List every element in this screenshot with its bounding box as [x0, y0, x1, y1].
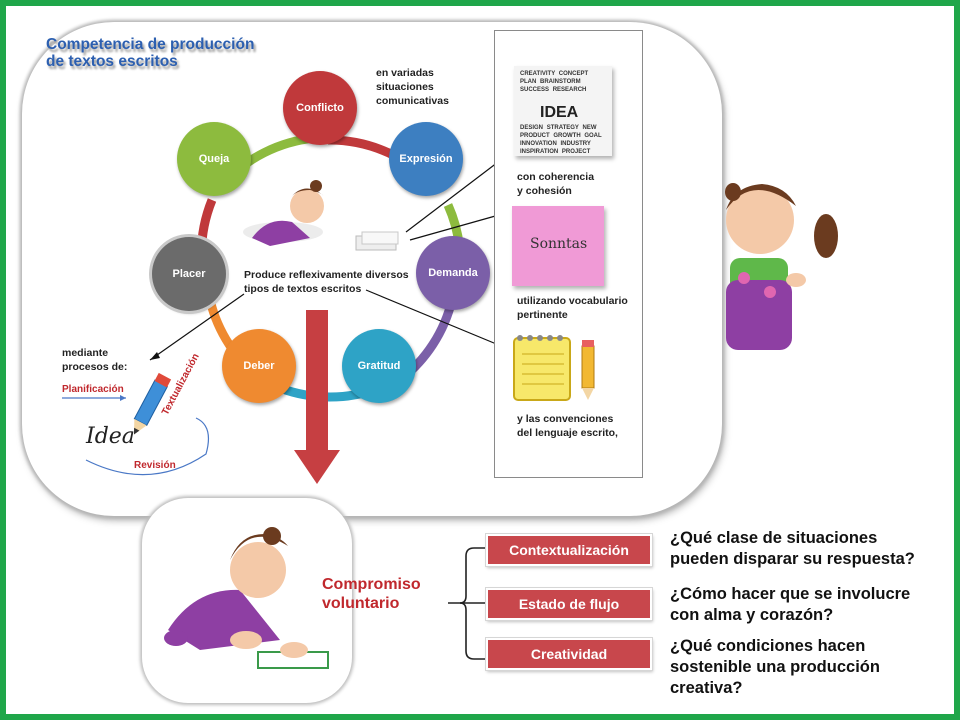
compromiso-line-2: voluntario [322, 595, 400, 612]
branch-bracket [448, 547, 486, 660]
planificacion-label: Planificación [62, 384, 124, 395]
vocab-note: utilizando vocabulario pertinente [517, 294, 628, 322]
cycle-node-queja: Queja [177, 122, 251, 196]
reading-girl-illustration [243, 180, 399, 251]
title-line-1: Competencia de producción [46, 36, 255, 53]
word-cloud-idea: IDEA [540, 104, 579, 121]
process-doodle [62, 372, 209, 476]
center-line-1: Produce reflexivamente diversos [244, 269, 409, 281]
conventions-line-2: del lenguaje escrito, [517, 427, 618, 439]
center-statement: Produce reflexivamente diversos tipos de… [244, 268, 409, 296]
conventions-note: y las convenciones del lenguaje escrito, [517, 412, 618, 440]
cycle-node-placer: Placer [152, 237, 226, 311]
diagram-title: Competencia de producción de textos escr… [46, 36, 254, 70]
process-intro-line-1: mediante [62, 347, 109, 359]
question-contextualizacion: ¿Qué clase de situaciones pueden dispara… [670, 529, 915, 568]
compromiso-label: Compromiso voluntario [322, 575, 421, 613]
conventions-line-1: y las convenciones [517, 413, 614, 425]
compromiso-line-1: Compromiso [322, 576, 421, 593]
estado-de-flujo-box: Estado de flujo [486, 588, 652, 620]
cycle-node-conflicto: Conflicto [283, 71, 357, 145]
lower-girl [164, 527, 329, 669]
situations-note: en variadas situaciones comunicativas [376, 66, 449, 108]
standing-girl-illustration [725, 183, 838, 350]
coherence-line-2: y cohesión [517, 185, 572, 197]
situations-line-3: comunicativas [376, 95, 449, 107]
revision-label: Revisión [134, 460, 176, 471]
down-arrow [294, 310, 340, 484]
notebook-pencil-illustration [513, 335, 595, 401]
process-intro: mediante procesos de: [62, 346, 127, 374]
connector-arrows [149, 155, 507, 361]
situations-line-1: en variadas [376, 67, 434, 79]
idea-handwriting: Idea [86, 424, 135, 449]
cycle-node-deber: Deber [222, 329, 296, 403]
cycle-node-expresion: Expresión [389, 122, 463, 196]
word-cloud-words-2: DESIGN STRATEGY NEW PRODUCT GROWTH GOAL … [520, 125, 602, 155]
question-creatividad: ¿Qué condiciones hacen sostenible una pr… [670, 637, 880, 697]
creatividad-box: Creatividad [486, 638, 652, 670]
vocab-line-1: utilizando vocabulario [517, 295, 628, 307]
situations-line-2: situaciones [376, 81, 434, 93]
contextualizacion-box: Contextualización [486, 534, 652, 566]
coherence-note: con coherencia y cohesión [517, 170, 594, 198]
coherence-line-1: con coherencia [517, 171, 595, 183]
cycle-node-demanda: Demanda [416, 236, 490, 310]
vocab-line-2: pertinente [517, 309, 568, 321]
cycle-node-gratitud: Gratitud [342, 329, 416, 403]
process-intro-line-2: procesos de: [62, 361, 128, 373]
center-line-2: tipos de textos escritos [244, 283, 362, 295]
question-estado-de-flujo: ¿Cómo hacer que se involucre con alma y … [670, 585, 911, 624]
word-cloud-words: CREATIVITY CONCEPT PLAN BRAINSTORM SUCCE… [520, 71, 589, 93]
sticky-note-text: Sonntas [530, 236, 588, 252]
title-line-2: de textos escritos [46, 53, 178, 70]
sticky-note: Sonntas [512, 206, 604, 286]
word-cloud-card: CREATIVITY CONCEPT PLAN BRAINSTORM SUCCE… [514, 66, 612, 156]
